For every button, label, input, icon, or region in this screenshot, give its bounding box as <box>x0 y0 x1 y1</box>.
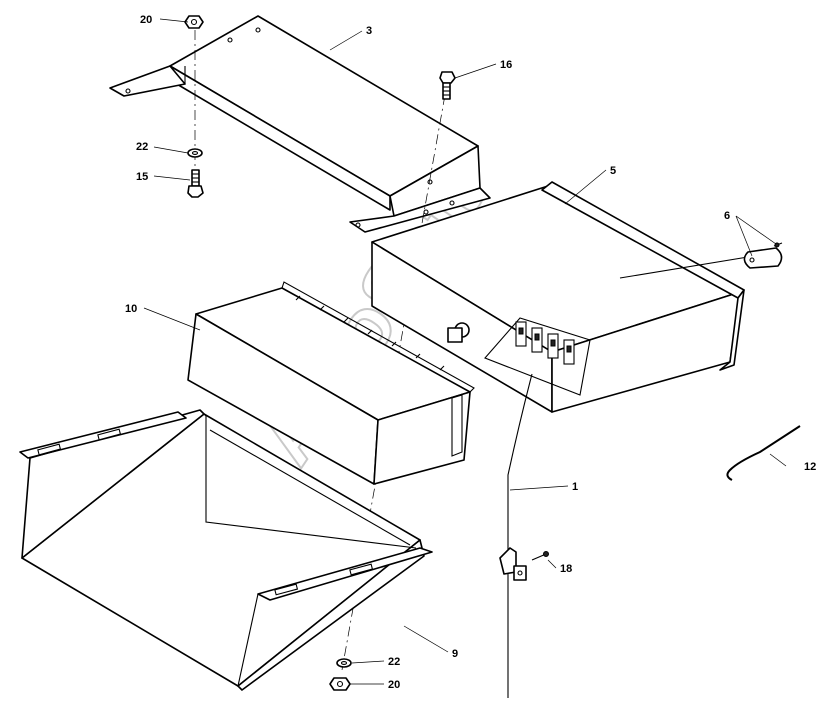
nut-part-20-top <box>184 15 204 29</box>
tray-part-9 <box>19 409 433 691</box>
callout-15: 15 <box>136 171 148 183</box>
callout-10: 10 <box>125 303 137 315</box>
bolt-part-16 <box>439 71 456 100</box>
leader-lines <box>143 18 787 685</box>
callout-6: 6 <box>724 210 730 222</box>
callouts: 20 3 16 22 15 5 6 10 1 12 18 9 22 20 <box>125 14 816 691</box>
bracket-part-3 <box>109 15 491 233</box>
cover-plate-part-6 <box>743 242 783 269</box>
housing-part-10 <box>187 281 475 485</box>
washer-part-22-bottom <box>336 658 352 668</box>
callout-22-top: 22 <box>136 141 148 153</box>
callout-9: 9 <box>452 648 458 660</box>
callout-18: 18 <box>560 563 572 575</box>
callout-20-top: 20 <box>140 14 152 26</box>
callout-12: 12 <box>804 461 816 473</box>
callout-16: 16 <box>500 59 512 71</box>
nut-part-20-bottom <box>329 677 351 691</box>
washer-part-22-top <box>187 148 203 158</box>
callout-3: 3 <box>366 25 372 37</box>
callout-22-bottom: 22 <box>388 656 400 668</box>
callout-5: 5 <box>610 165 616 177</box>
bolt-part-15 <box>187 169 204 198</box>
callout-1: 1 <box>572 481 578 493</box>
clamp-part-18 <box>499 547 549 581</box>
callout-20-bottom: 20 <box>388 679 400 691</box>
hook-part-12 <box>726 425 801 481</box>
cable-part-1 <box>507 373 533 698</box>
